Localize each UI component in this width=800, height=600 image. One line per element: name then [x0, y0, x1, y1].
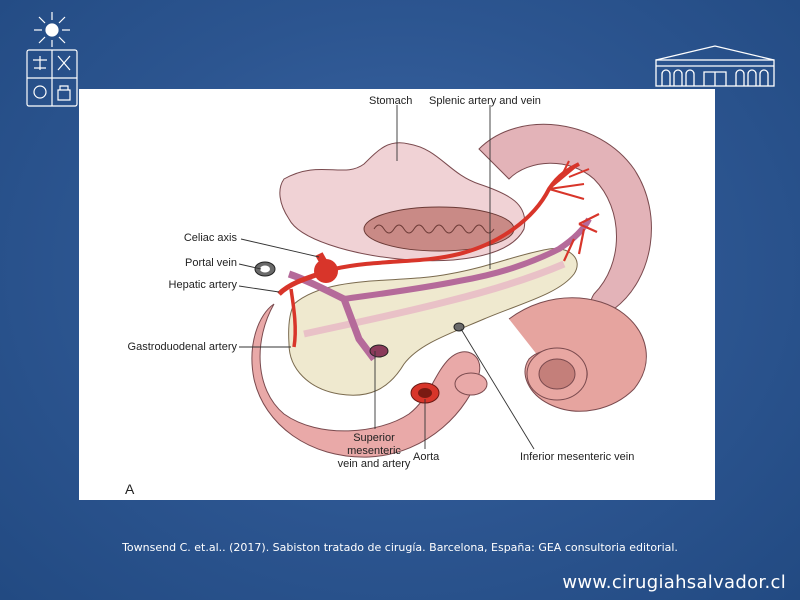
- label-hepatic-artery: Hepatic artery: [168, 279, 237, 291]
- jejunum-loops: [508, 297, 647, 412]
- label-celiac-axis: Celiac axis: [183, 232, 237, 244]
- duodenum-shape: [251, 303, 481, 458]
- splenic-artery: [333, 162, 580, 271]
- label-gastroduodenal-artery: Gastroduodenal artery: [127, 341, 237, 353]
- label-superior-mesenteric: Superior mesenteric vein and artery: [337, 432, 411, 470]
- label-splenic-artery-vein: Splenic artery and vein: [429, 95, 541, 107]
- label-portal-vein: Portal vein: [185, 257, 237, 269]
- anatomy-figure: Stomach Splenic artery and vein Celiac a…: [79, 89, 715, 500]
- ivc-section: [454, 372, 488, 396]
- smv-sma-section: [369, 344, 389, 358]
- building-facade-icon: [654, 42, 776, 88]
- label-stomach: Stomach: [369, 95, 413, 107]
- gastroduodenal-artery: [289, 288, 297, 348]
- university-emblem-icon: [24, 10, 80, 110]
- citation-text: Townsend C. et.al.. (2017). Sabiston tra…: [122, 541, 678, 554]
- hepatic-artery: [277, 271, 320, 296]
- splenic-vein: [343, 217, 592, 302]
- splenic-branches: [562, 213, 600, 262]
- leader-lines: [238, 105, 535, 450]
- pancreas-anatomy-illustration: [238, 105, 652, 458]
- stomach-mucosa: [363, 206, 515, 252]
- portal-vein: [287, 270, 377, 362]
- website-url: www.cirugiahsalvador.cl: [562, 572, 786, 593]
- label-inferior-mesenteric-vein: Inferior mesenteric vein: [520, 451, 635, 463]
- panel-letter: A: [125, 481, 135, 497]
- label-aorta: Aorta: [413, 451, 440, 463]
